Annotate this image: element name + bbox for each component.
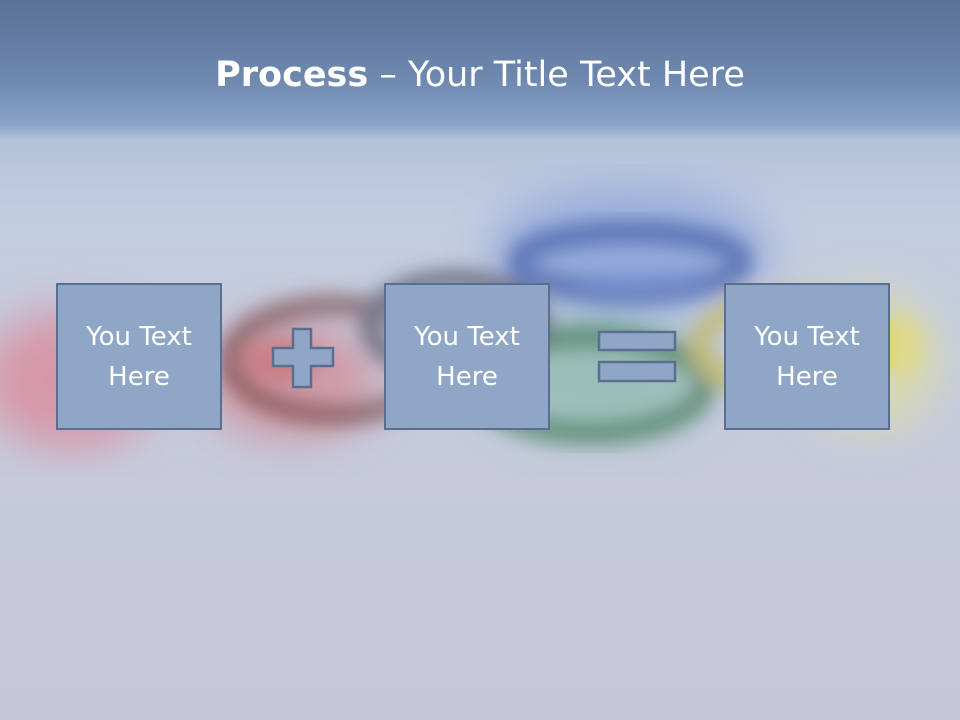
process-box-2[interactable]: You Text Here [384,283,550,430]
plus-icon [271,327,335,389]
slide-title: Process – Your Title Text Here [0,52,960,98]
process-box-3-text: You Text Here [754,321,860,392]
equals-icon [597,330,677,383]
process-box-2-text: You Text Here [414,321,520,392]
process-box-3[interactable]: You Text Here [724,283,890,430]
process-box-1[interactable]: You Text Here [56,283,222,430]
slide-title-rest: – Your Title Text Here [368,55,745,95]
process-box-1-text: You Text Here [86,321,192,392]
slide-title-bold: Process [215,55,369,95]
